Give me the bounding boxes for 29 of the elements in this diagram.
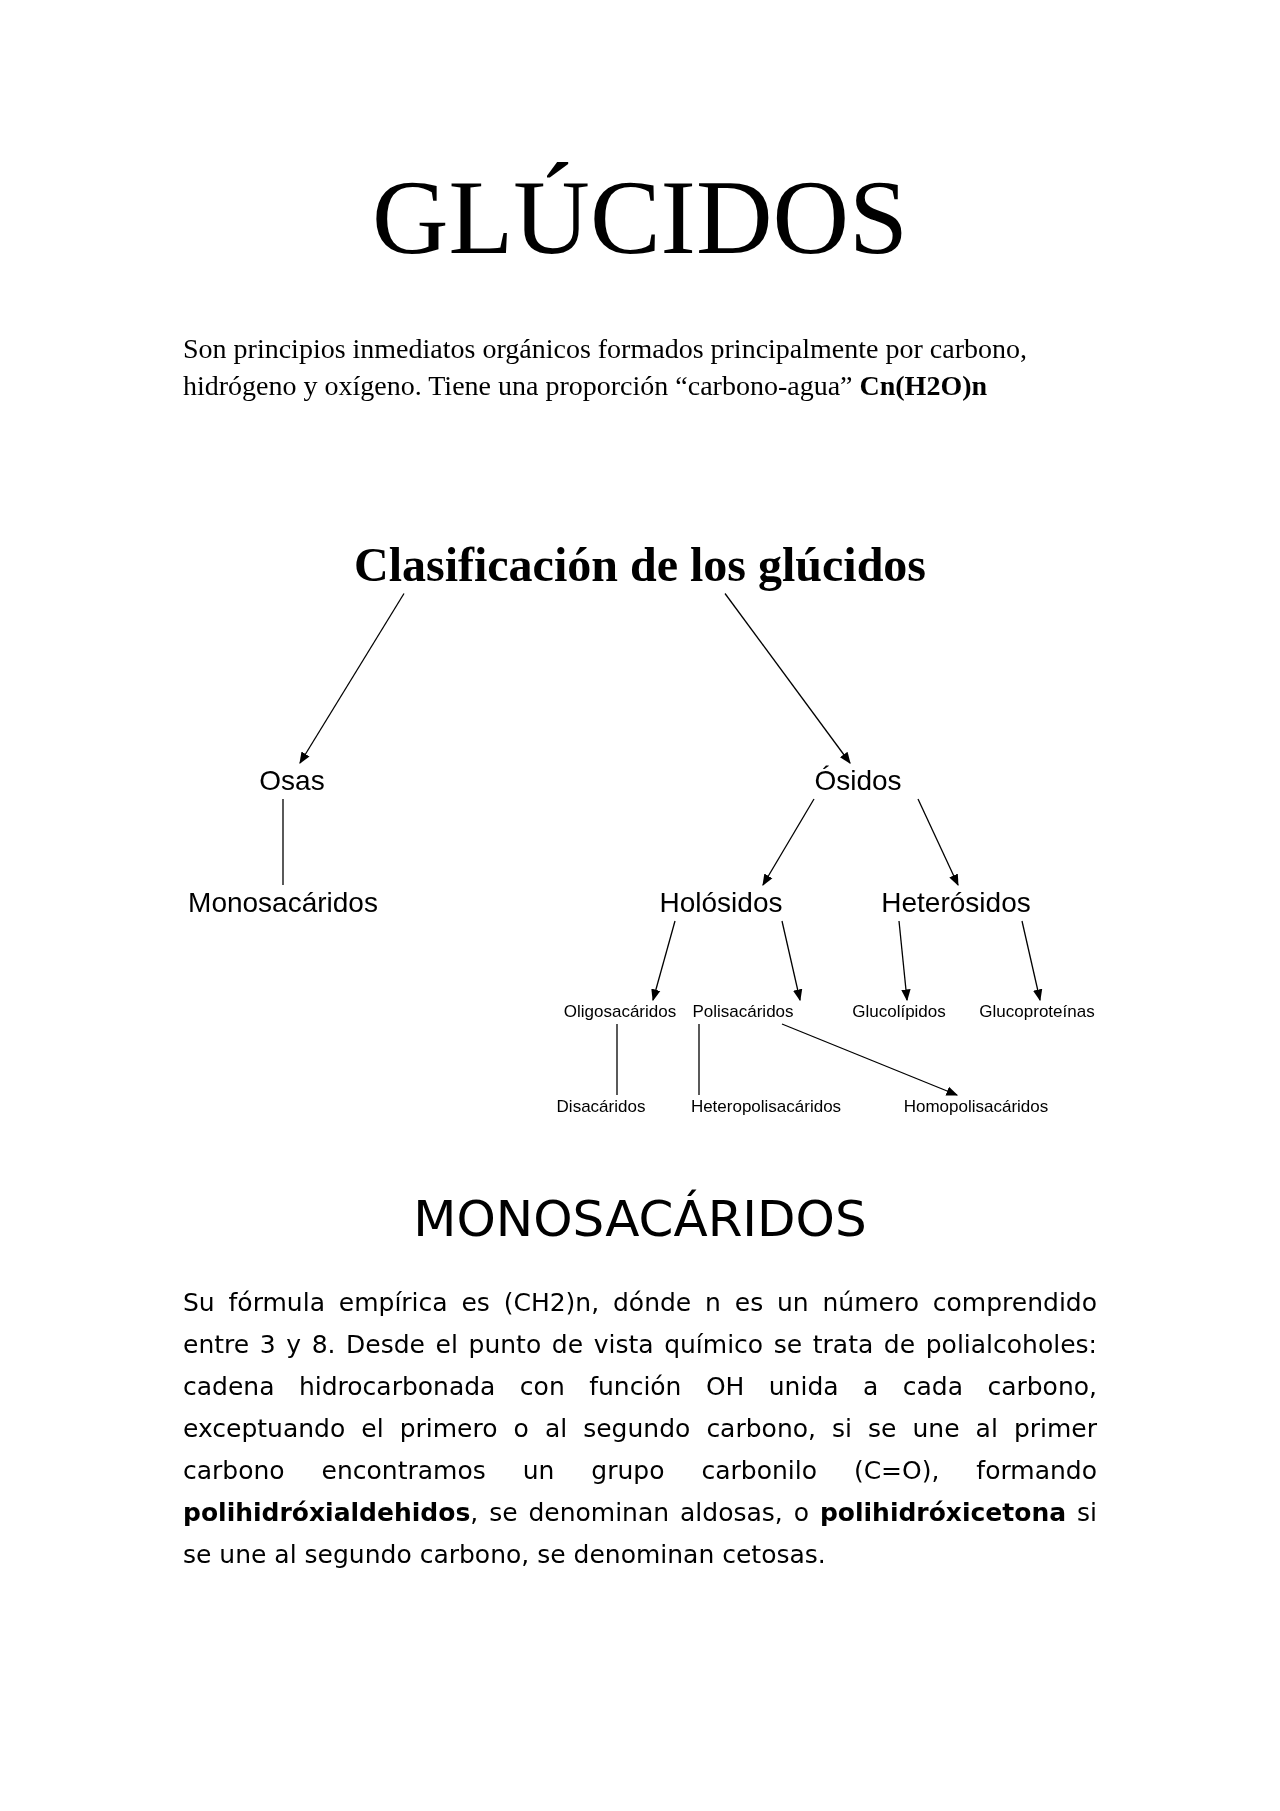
arrow [651,920,676,1002]
category-label: Disacáridos [556,1097,646,1117]
intro-paragraph: Son principios inmediatos orgánicos formados principalmente por carbono, hidrógeno y oxígeno. Tiene una proporción “carbono-agua” Cn(H2O)n [183,332,1028,403]
category-label: Polisacáridos [692,1002,794,1022]
arrow [1021,920,1043,1002]
category-label: Homopolisacáridos [903,1097,1049,1117]
category-label: Monosacáridos [188,887,378,919]
arrow [299,592,405,764]
section-heading: MONOSACÁRIDOS [412,1190,868,1248]
category-label: Holósidos [659,887,783,919]
category-label: Heterósidos [881,887,1031,919]
tree-heading: Clasificación de los glúcidos [354,536,926,592]
connector-line [698,1023,700,1096]
arrow [724,592,851,764]
category-label: Osas [259,765,325,797]
category-label: Oligosacáridos [563,1002,677,1022]
category-label: Heteropolisacáridos [690,1097,842,1117]
category-label: Glucoproteínas [979,1002,1095,1022]
arrow [781,1023,959,1096]
connector-line [616,1023,618,1096]
arrow [762,798,815,886]
connector-line [282,798,284,886]
category-label: Ósidos [814,765,902,797]
arrow [917,798,959,887]
arrow [898,920,911,1002]
category-label: Glucolípidos [852,1002,946,1022]
arrow [781,920,803,1002]
page-title: GLÚCIDOS [371,160,909,277]
body-paragraph: Su fórmula empírica es (CH2)n, dónde n es un número comprendido entre 3 y 8. Desde el punto de vista químico se trata de polialcoholes: cadena hidrocarbonada con función OH unida a cada carbono, exceptuando el primero o al segundo carbono, si se une al primer carbono encontramos un grupo carbonilo (C=O), formando polihidróxialdehidos, se denominan aldosas, o polihidróxicetona si se une al segundo carbono, se denominan cetosas. [183,1287,1097,1571]
